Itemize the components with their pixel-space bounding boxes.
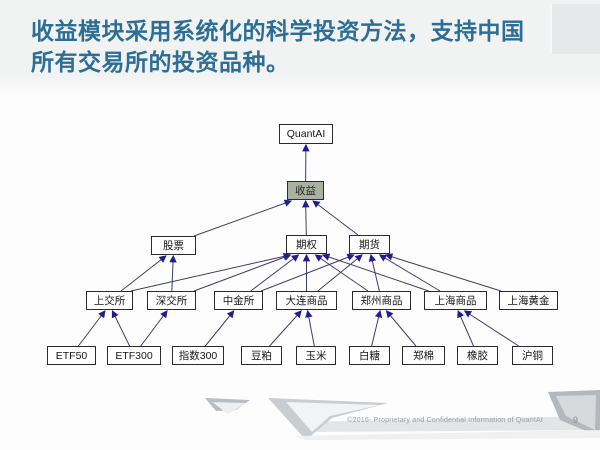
top-right-decoration [550,4,600,54]
node-baitang: 白糖 [349,346,390,365]
node-yumi: 玉米 [296,346,336,365]
node-index300: 指数300 [172,346,224,365]
node-sge: 上海黄金 [499,291,558,310]
footer-text: ©2016- Proprietary and Confidential Info… [347,417,543,424]
node-hutong: 沪铜 [512,346,553,365]
node-cffex: 中金所 [214,291,263,310]
node-doupo: 豆粕 [241,346,282,365]
node-xiangjiao: 橡胶 [457,346,498,365]
bottom-decoration [205,390,600,440]
node-quantai: QuantAI [279,124,333,144]
node-shfe: 上海商品 [424,291,487,310]
slide-title-line1: 收益模块采用系统化的科学投资方法，支持中国 [31,19,525,44]
node-zce: 郑州商品 [352,291,411,310]
page-number: 9 [572,415,578,425]
slide-title: 收益模块采用系统化的科学投资方法，支持中国 所有交易所的投资品种。 [31,16,561,78]
top-band-decoration [0,0,600,96]
node-szsec: 深交所 [147,291,196,310]
node-etf300: ETF300 [107,346,161,365]
node-shsec: 上交所 [86,291,133,310]
node-dce: 大连商品 [276,291,337,310]
node-shouyi: 收益 [287,181,324,200]
node-gupiao: 股票 [151,236,196,255]
node-qihuo: 期货 [349,235,390,254]
node-qiquan: 期权 [286,235,327,254]
node-zhengmian: 郑棉 [402,346,445,365]
slide-title-line2: 所有交易所的投资品种。 [31,50,290,75]
node-etf50: ETF50 [47,346,96,365]
